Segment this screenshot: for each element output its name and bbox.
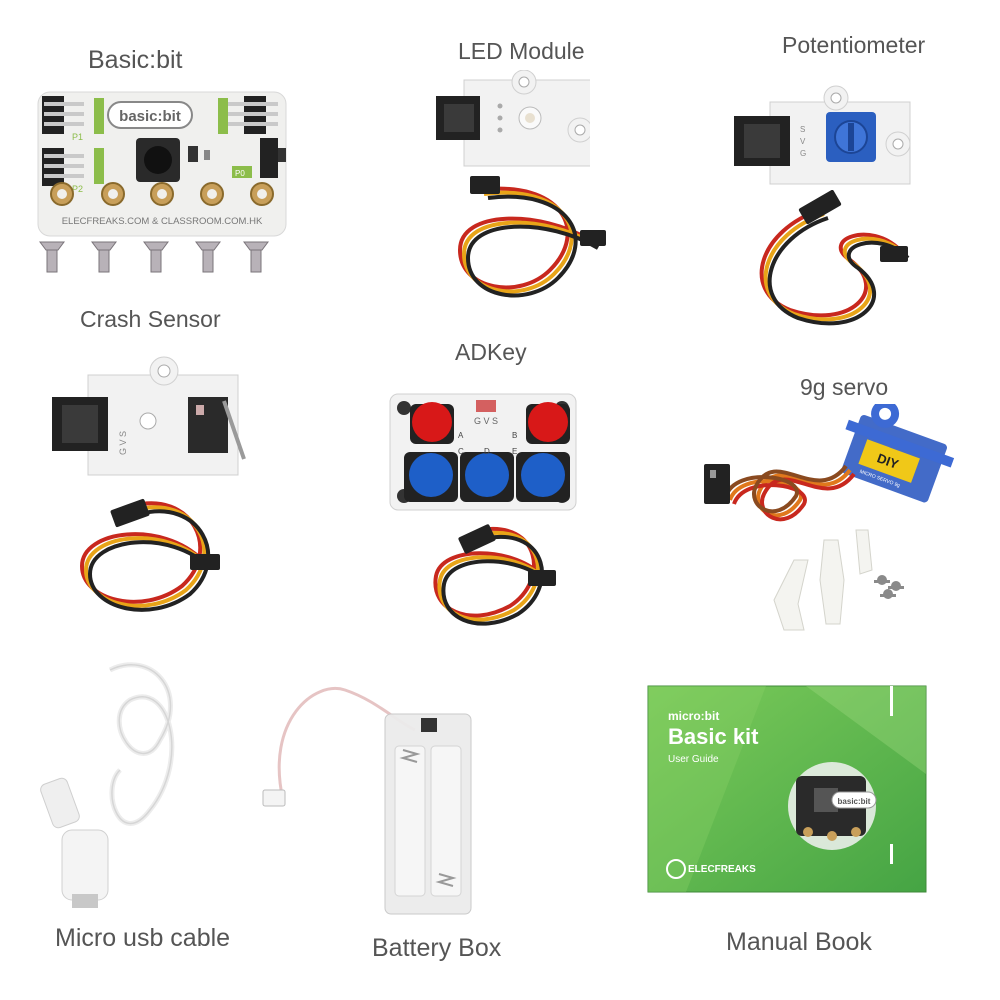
switch-icon [188,397,246,460]
crash-sensor-module: G V S [48,355,248,485]
label-micro-usb-cable: Micro usb cable [55,924,231,952]
potentiometer-cable [740,190,920,330]
label-crash-sensor: Crash Sensor [80,306,221,332]
book-board: basic:bit [838,797,871,806]
board-footer-text: ELECFREAKS.COM & CLASSROOM.COM.HK [62,216,263,227]
blue-button-d [460,452,514,502]
crash-pin-labels: G V S [118,431,128,455]
pot-pin-g: G [800,149,806,158]
wire-icon [433,524,556,626]
label-9g-servo: 9g servo [800,374,889,400]
micro-usb-cable [40,660,200,910]
manual-book: micro:bit Basic kit User Guide basic:bit… [646,684,928,898]
board-title-text: basic:bit [119,108,181,125]
usb-plug-icon [40,777,109,908]
connector-icon [458,524,556,586]
connector-icon [470,176,606,246]
red-button-a [410,402,454,444]
key-letter-b: B [512,431,517,440]
servo-motor: DIY MICRO SERVO 9g [836,404,956,504]
servo-cable [700,430,860,540]
book-title: Basic kit [668,724,759,749]
key-letter-a: A [458,431,464,440]
adkey-module: G V S A B C D E [388,392,578,514]
servo-brand: DIY [875,450,901,472]
pin-label-p2: P2 [72,184,83,194]
wire-icon [759,190,910,326]
adkey-pin-labels: G V S [474,416,498,426]
potentiometer-module: S V G [730,80,920,190]
book-publisher: ELECFREAKS [688,864,756,875]
label-basic-bit: Basic:bit [88,46,183,74]
label-led-module: LED Module [458,38,585,64]
wire-icon [79,498,220,612]
book-brand: micro:bit [668,709,719,723]
label-manual-book: Manual Book [726,928,872,956]
wire-icon [704,464,856,522]
connector-icon [704,464,730,504]
led-icon [518,106,542,130]
adkey-cable [420,510,560,630]
book-subtitle: User Guide [668,754,719,765]
screws [38,240,278,276]
key-letter-d: D [484,447,490,456]
label-battery-box: Battery Box [372,934,502,962]
blue-button-c [404,452,458,502]
label-potentiometer: Potentiometer [782,32,926,58]
label-adkey: ADKey [455,339,527,365]
connector-icon [798,190,908,262]
battery-box [255,680,485,920]
key-letter-e: E [512,447,517,456]
servo-horns [764,520,924,640]
key-letter-c: C [458,447,464,456]
pot-pin-v: V [800,137,806,146]
screw-icon [39,241,269,273]
basic-bit-board: basic:bit P1 P2 P0 ELECFREAKS.COM & CLAS… [36,90,288,240]
blue-button-e [516,452,570,502]
wire-icon [457,176,606,298]
led-module [430,70,590,170]
pin-label-p0: P0 [235,169,245,178]
crash-sensor-cable [72,490,232,620]
battery-spring-icon [399,749,457,887]
screw-icon [874,575,904,599]
red-button-b [526,402,570,444]
connector-icon [110,498,220,570]
pot-pin-s: S [800,125,805,134]
pin-label-p1: P1 [72,132,83,142]
led-cable [440,170,610,310]
knob-icon [826,112,876,162]
